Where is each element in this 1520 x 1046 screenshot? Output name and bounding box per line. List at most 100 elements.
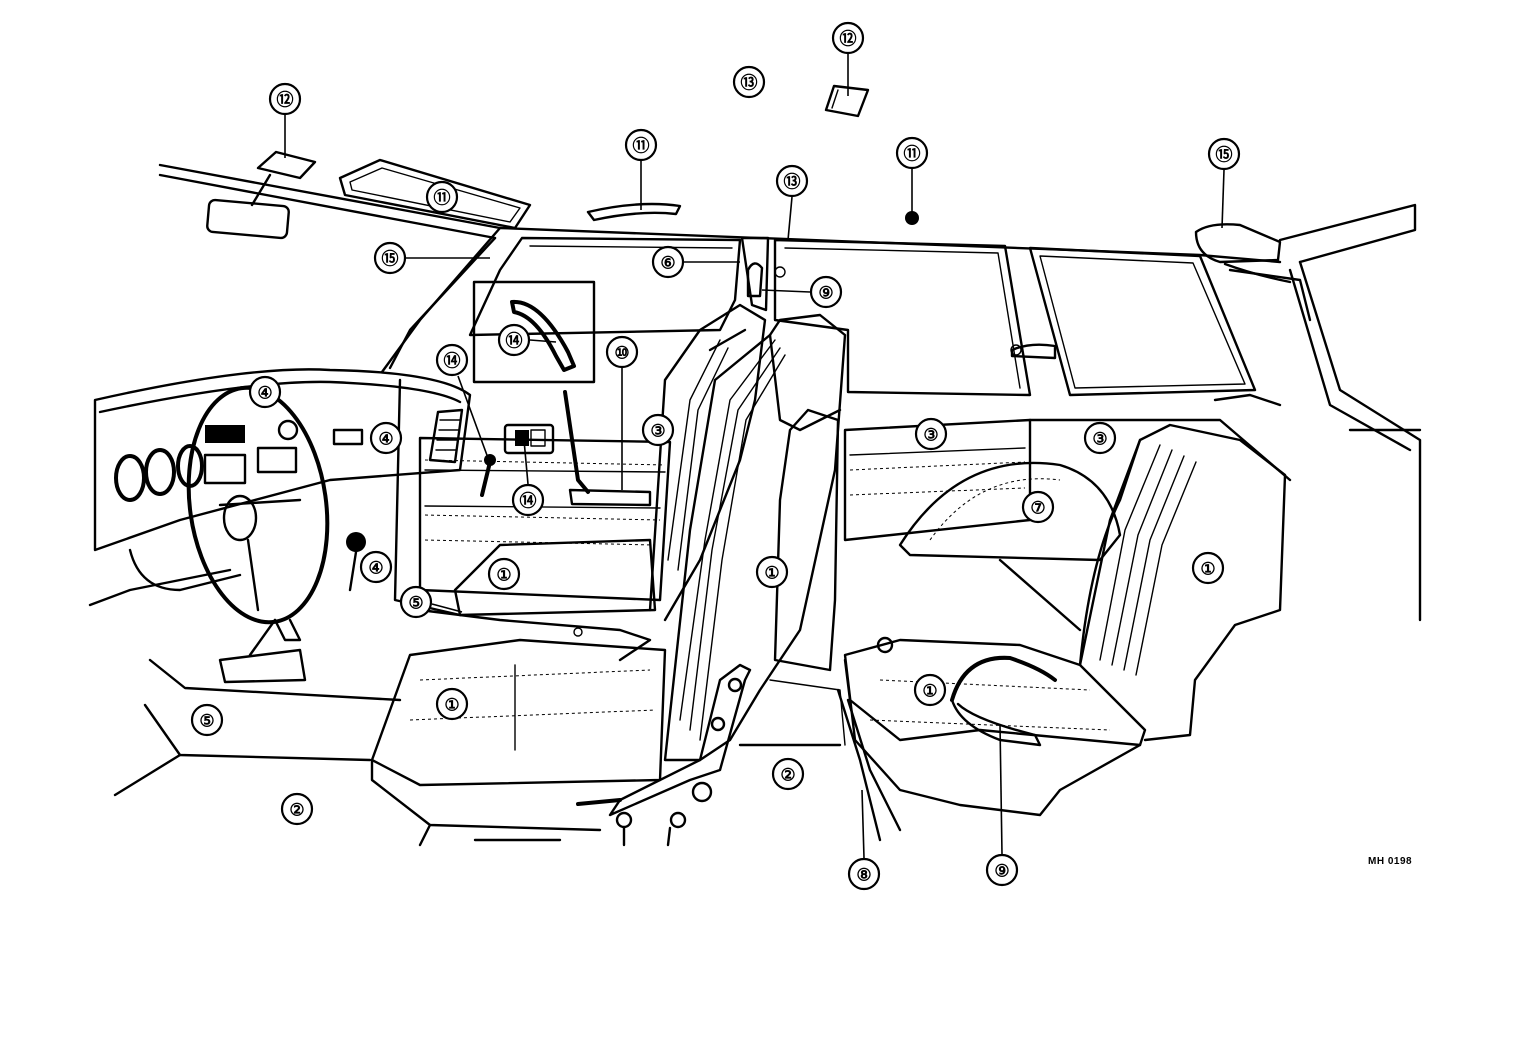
callout-2: ① — [755, 555, 789, 589]
callout-label: ⑪ — [633, 136, 650, 156]
callout-29: ⑭ — [497, 323, 531, 357]
callout-8: ③ — [914, 417, 948, 451]
callout-26: ⑬ — [732, 65, 766, 99]
rear-seat-cushion — [843, 638, 1147, 817]
front-seat-back-far — [773, 408, 840, 672]
callout-24: ⑫ — [268, 82, 302, 116]
rear-door-window — [773, 238, 1032, 397]
callout-label: ⑭ — [506, 331, 523, 351]
front-seat-far — [418, 303, 767, 662]
rear-seatbelt — [950, 655, 1057, 747]
callout-label: ④ — [257, 384, 272, 403]
callout-label: ① — [496, 566, 511, 585]
callout-28: ⑭ — [435, 343, 469, 377]
steering-wheel — [186, 385, 330, 642]
door-scuff-plate — [836, 688, 902, 842]
dashboard — [88, 368, 472, 607]
callout-17: ⑧ — [847, 857, 881, 891]
callout-label: ⑫ — [840, 29, 857, 49]
callout-label: ③ — [1092, 430, 1107, 449]
rear-quarter-window — [1028, 246, 1257, 397]
shift-knob — [346, 532, 366, 592]
callout-label: ⑤ — [408, 594, 423, 613]
front-seat-cushion-near — [370, 638, 667, 847]
lower-dash — [128, 548, 242, 592]
brake-pedal — [218, 618, 307, 684]
wheel-house-cover — [898, 461, 1122, 562]
callout-label: ③ — [923, 426, 938, 445]
callout-label: ⑦ — [1030, 499, 1045, 518]
callout-32: ⑮ — [1207, 137, 1241, 171]
callout-27: ⑬ — [775, 164, 809, 198]
callout-13: ⑤ — [399, 585, 433, 619]
callout-label: ⑨ — [994, 862, 1009, 881]
callout-9: ③ — [1083, 421, 1117, 455]
rear-seat-back — [1078, 423, 1287, 742]
callout-10: ④ — [248, 375, 282, 409]
callout-12: ④ — [359, 550, 393, 584]
callout-label: ① — [922, 682, 937, 701]
callout-label: ⑤ — [199, 712, 214, 731]
callout-18: ⑨ — [809, 275, 843, 309]
callout-20: ⑩ — [605, 335, 639, 369]
callout-label: ④ — [378, 430, 393, 449]
callout-label: ① — [764, 564, 779, 583]
leader-lines — [284, 54, 1225, 859]
callout-5: ② — [280, 792, 314, 826]
dash-switch — [332, 428, 364, 446]
callout-label: ⑮ — [382, 249, 399, 269]
seatbelt-anchor-upper — [746, 262, 786, 298]
rear-floor-edge — [998, 558, 1082, 632]
callout-3: ① — [913, 673, 947, 707]
callout-label: ⑬ — [784, 172, 801, 192]
callout-23: ⑪ — [895, 136, 929, 170]
seat-anchor-bolts — [573, 627, 894, 654]
callout-4: ① — [1191, 551, 1225, 585]
callout-label: ⑬ — [741, 73, 758, 93]
front-door-window — [468, 236, 742, 337]
rear-view-mirror — [206, 173, 290, 240]
callout-label: ② — [780, 766, 795, 785]
callout-16: ⑦ — [1021, 490, 1055, 524]
seat-recliner-bracket — [576, 663, 752, 847]
callout-label: ⑮ — [1216, 145, 1233, 165]
inner-door-handle — [503, 423, 555, 455]
window-regulator-handle — [480, 454, 496, 497]
assist-grip-detail — [472, 280, 596, 384]
floor-carpet-lines — [113, 658, 846, 797]
callout-6: ② — [771, 757, 805, 791]
front-seat-back-near — [663, 313, 847, 762]
callout-label: ⑪ — [904, 144, 921, 164]
door-armrest — [563, 390, 652, 507]
callout-14: ⑤ — [190, 703, 224, 737]
callout-7: ③ — [641, 413, 675, 447]
sun-visor — [338, 158, 532, 230]
callout-30: ⑭ — [511, 483, 545, 517]
roof-clip — [905, 211, 919, 225]
diagram-reference-code: MH 0198 — [1368, 856, 1413, 867]
callout-11: ④ — [369, 421, 403, 455]
callout-label: ② — [289, 801, 304, 820]
callout-22: ⑪ — [624, 128, 658, 162]
tailgate-pillar — [1228, 260, 1422, 622]
callout-label: ③ — [650, 422, 665, 441]
dash-vent — [428, 408, 464, 464]
callout-label: ⑪ — [434, 188, 451, 208]
rear-interior-lamp — [1194, 223, 1292, 284]
b-pillar — [740, 236, 770, 312]
dome-lamp-front — [256, 150, 317, 180]
callout-0: ① — [435, 687, 469, 721]
callout-label: ⑧ — [856, 866, 871, 885]
callout-label: ⑩ — [614, 344, 629, 363]
callout-label: ④ — [368, 559, 383, 578]
callout-25: ⑫ — [831, 21, 865, 55]
callout-label: ⑫ — [277, 90, 294, 110]
callout-1: ① — [487, 557, 521, 591]
callout-21: ⑪ — [425, 180, 459, 214]
callout-label: ① — [1200, 560, 1215, 579]
dome-lamp-rear — [824, 84, 870, 118]
callout-label: ⑭ — [444, 351, 461, 371]
